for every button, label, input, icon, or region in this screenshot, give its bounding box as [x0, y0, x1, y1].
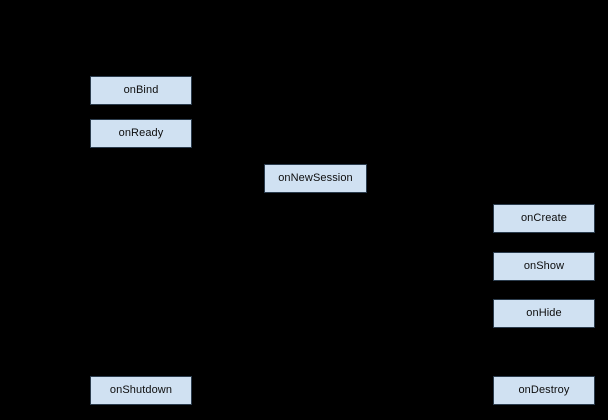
node-label-on-destroy: onDestroy [518, 384, 570, 396]
edge-new-session-to-create-v [544, 178, 545, 204]
node-label-on-bind: onBind [123, 84, 159, 96]
edge-ready-to-new-session [140, 148, 141, 178]
node-label-on-new-session: onNewSession [278, 172, 353, 184]
node-label-on-show: onShow [523, 260, 565, 272]
node-on-shutdown[interactable]: onShutdown [90, 376, 192, 405]
edge-ready-to-new-session-h [140, 178, 264, 179]
node-label-on-shutdown: onShutdown [109, 384, 173, 396]
node-on-bind[interactable]: onBind [90, 76, 192, 105]
node-on-hide[interactable]: onHide [493, 299, 595, 328]
edge-show-to-hide [544, 281, 545, 299]
node-on-create[interactable]: onCreate [493, 204, 595, 233]
edge-create-to-show [544, 233, 545, 252]
edge-hide-to-destroy [544, 328, 545, 376]
node-on-ready[interactable]: onReady [90, 119, 192, 148]
node-label-on-create: onCreate [520, 212, 568, 224]
edge-new-session-to-shutdown-v [140, 178, 141, 376]
node-on-new-session[interactable]: onNewSession [264, 164, 367, 193]
node-on-show[interactable]: onShow [493, 252, 595, 281]
node-on-destroy[interactable]: onDestroy [493, 376, 595, 405]
node-label-on-hide: onHide [526, 307, 562, 319]
node-label-on-ready: onReady [118, 127, 164, 139]
edge-bind-to-ready [140, 105, 141, 119]
edge-new-session-to-create [367, 178, 493, 179]
